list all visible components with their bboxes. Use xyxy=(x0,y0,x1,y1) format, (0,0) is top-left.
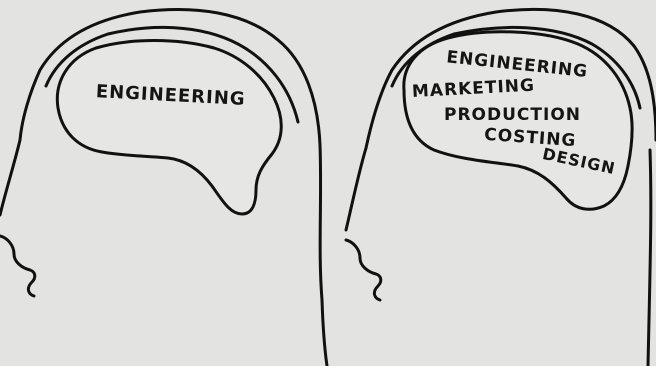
left-head-inner-contour xyxy=(44,25,300,124)
right-face-profile xyxy=(344,238,383,302)
right-brain xyxy=(402,30,634,211)
left-face-profile xyxy=(0,234,37,298)
right-neck-line xyxy=(646,148,653,366)
left-head: ENGINEERING xyxy=(0,7,329,366)
right-brain-label-production: PRODUCTION xyxy=(444,105,581,125)
left-brain xyxy=(55,39,283,216)
right-head-profile xyxy=(344,7,656,232)
right-head: ENGINEERING MARKETING PRODUCTION COSTING… xyxy=(344,7,656,366)
left-head-profile xyxy=(0,7,329,366)
